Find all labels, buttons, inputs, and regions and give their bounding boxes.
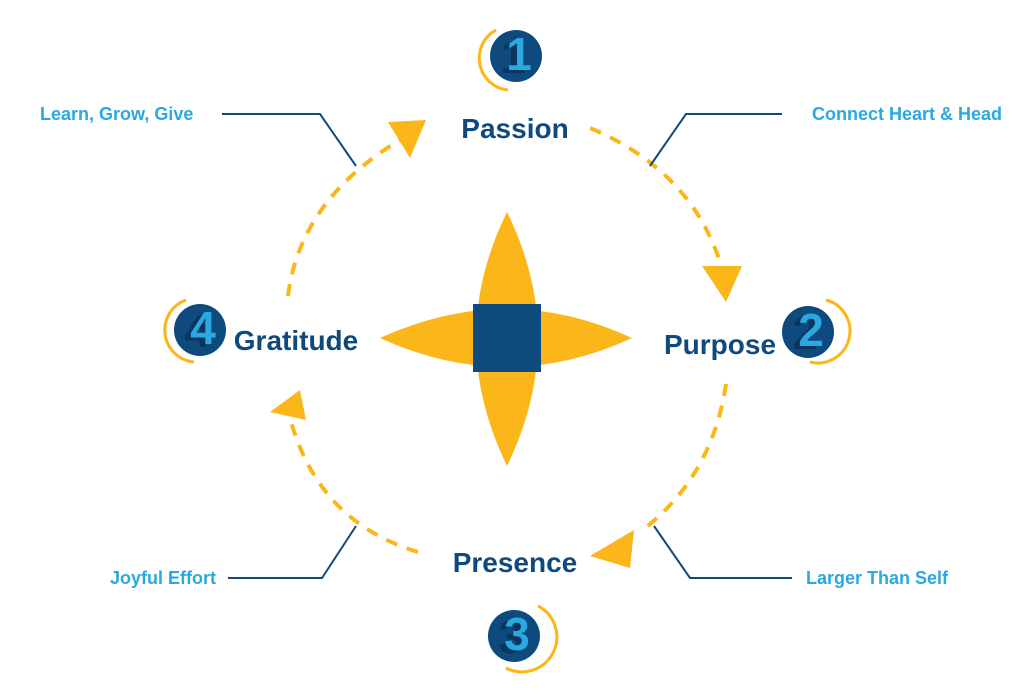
- arrowhead-to-purpose: [702, 266, 742, 302]
- badge-number-4: 4: [190, 302, 216, 354]
- arc-presence-to-gratitude: [288, 417, 419, 554]
- arc-passion-to-purpose: [589, 126, 722, 263]
- step-label-purpose: Purpose: [664, 329, 776, 360]
- callout-learn-grow-give: Learn, Grow, Give: [40, 104, 193, 124]
- badge-circle-2: [782, 306, 834, 358]
- arrowheads: [270, 120, 742, 568]
- step-label-presence: Presence: [453, 547, 578, 578]
- step-label-gratitude: Gratitude: [234, 325, 358, 356]
- callout-joyful-effort: Joyful Effort: [110, 568, 216, 588]
- badge-number-shadow-4: 4: [184, 305, 210, 357]
- badge-number-1: 1: [506, 28, 532, 80]
- badge-ring-3: [505, 604, 559, 674]
- badge-number-shadow-1: 1: [500, 31, 526, 83]
- center-star-icon: [380, 212, 632, 466]
- callout-larger-than-self: Larger Than Self: [806, 568, 949, 588]
- leader-line-connect: [649, 113, 782, 167]
- leader-line-larger: [653, 525, 792, 579]
- badge-ring-1: [477, 28, 509, 92]
- arc-gratitude-to-passion: [286, 138, 402, 297]
- badge-circle-1: [490, 30, 542, 82]
- step-badge-2: 2 2: [782, 298, 852, 365]
- badge-number-shadow-3: 3: [498, 611, 524, 663]
- callout-lines: [222, 113, 792, 579]
- cycle-arrows: [286, 126, 728, 554]
- badge-circle-4: [174, 304, 226, 356]
- badge-ring-2: [809, 298, 852, 365]
- callout-connect-heart-head: Connect Heart & Head: [812, 104, 1002, 124]
- step-badge-1: 1 1: [477, 28, 542, 92]
- step-badge-3: 3 3: [488, 604, 559, 674]
- badge-number-3: 3: [504, 608, 530, 660]
- leader-line-joyful: [228, 525, 357, 579]
- arrowhead-to-passion: [388, 120, 426, 158]
- badge-circle-3: [488, 610, 540, 662]
- arrowhead-to-gratitude: [270, 390, 306, 420]
- leader-line-learn: [222, 113, 357, 167]
- badge-number-shadow-2: 2: [792, 307, 818, 359]
- arrowhead-to-presence: [590, 530, 634, 568]
- step-label-passion: Passion: [461, 113, 568, 144]
- step-badge-4: 4 4: [163, 298, 226, 364]
- star-center-square: [473, 304, 541, 372]
- badge-ring-4: [163, 298, 195, 364]
- arc-purpose-to-presence: [638, 383, 728, 534]
- badge-number-2: 2: [798, 304, 824, 356]
